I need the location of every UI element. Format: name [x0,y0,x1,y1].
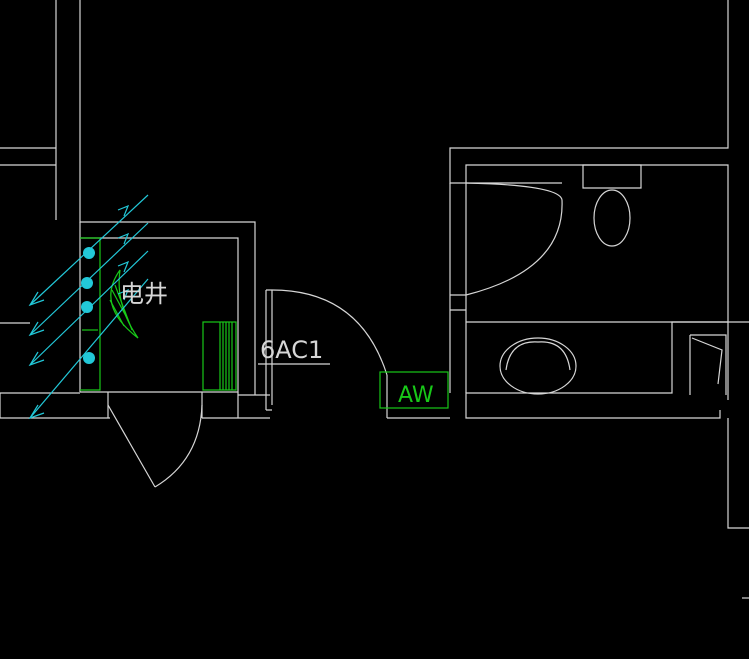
panel-6ac1-hatch [219,322,233,390]
left-wall-strip [0,0,57,220]
right-edge-wall [727,322,749,529]
cables [28,194,149,420]
arrow-3 [28,260,130,367]
bathroom-partition [449,183,672,393]
aw-box [379,371,449,409]
cable-node-2 [81,277,93,289]
basin [499,337,577,395]
left-lower-wall [0,322,110,419]
shaft-door-swing [107,404,203,488]
arrow-2 [28,232,130,337]
panel-tag-6ac1: 6AC1 [260,336,323,364]
cable-4 [29,278,149,419]
left-wall-outer [79,0,270,396]
cable-node-4 [83,352,95,364]
arrow-4 [28,288,130,420]
equipment: AW [80,237,449,409]
right-fixture [672,321,749,395]
aw-label: AW [398,383,434,408]
tray-left [80,237,101,391]
center-door-jamb [265,289,273,411]
walls [0,0,749,599]
toilet-bowl [593,189,631,247]
cable-node-3 [81,301,93,313]
crescent-symbol [110,269,139,339]
shaft-door-frame [107,392,270,419]
shaft-label: 电井 [120,280,168,308]
center-door-arc [271,289,388,376]
shaft-room [79,222,239,393]
center-door-leaf [386,375,450,419]
top-right-wall [449,0,729,419]
bathroom-door-arc [465,182,563,296]
cable-node-1 [83,247,95,259]
arrow-1 [28,204,130,307]
basin-inner [505,341,571,371]
toilet-tank [582,164,642,189]
